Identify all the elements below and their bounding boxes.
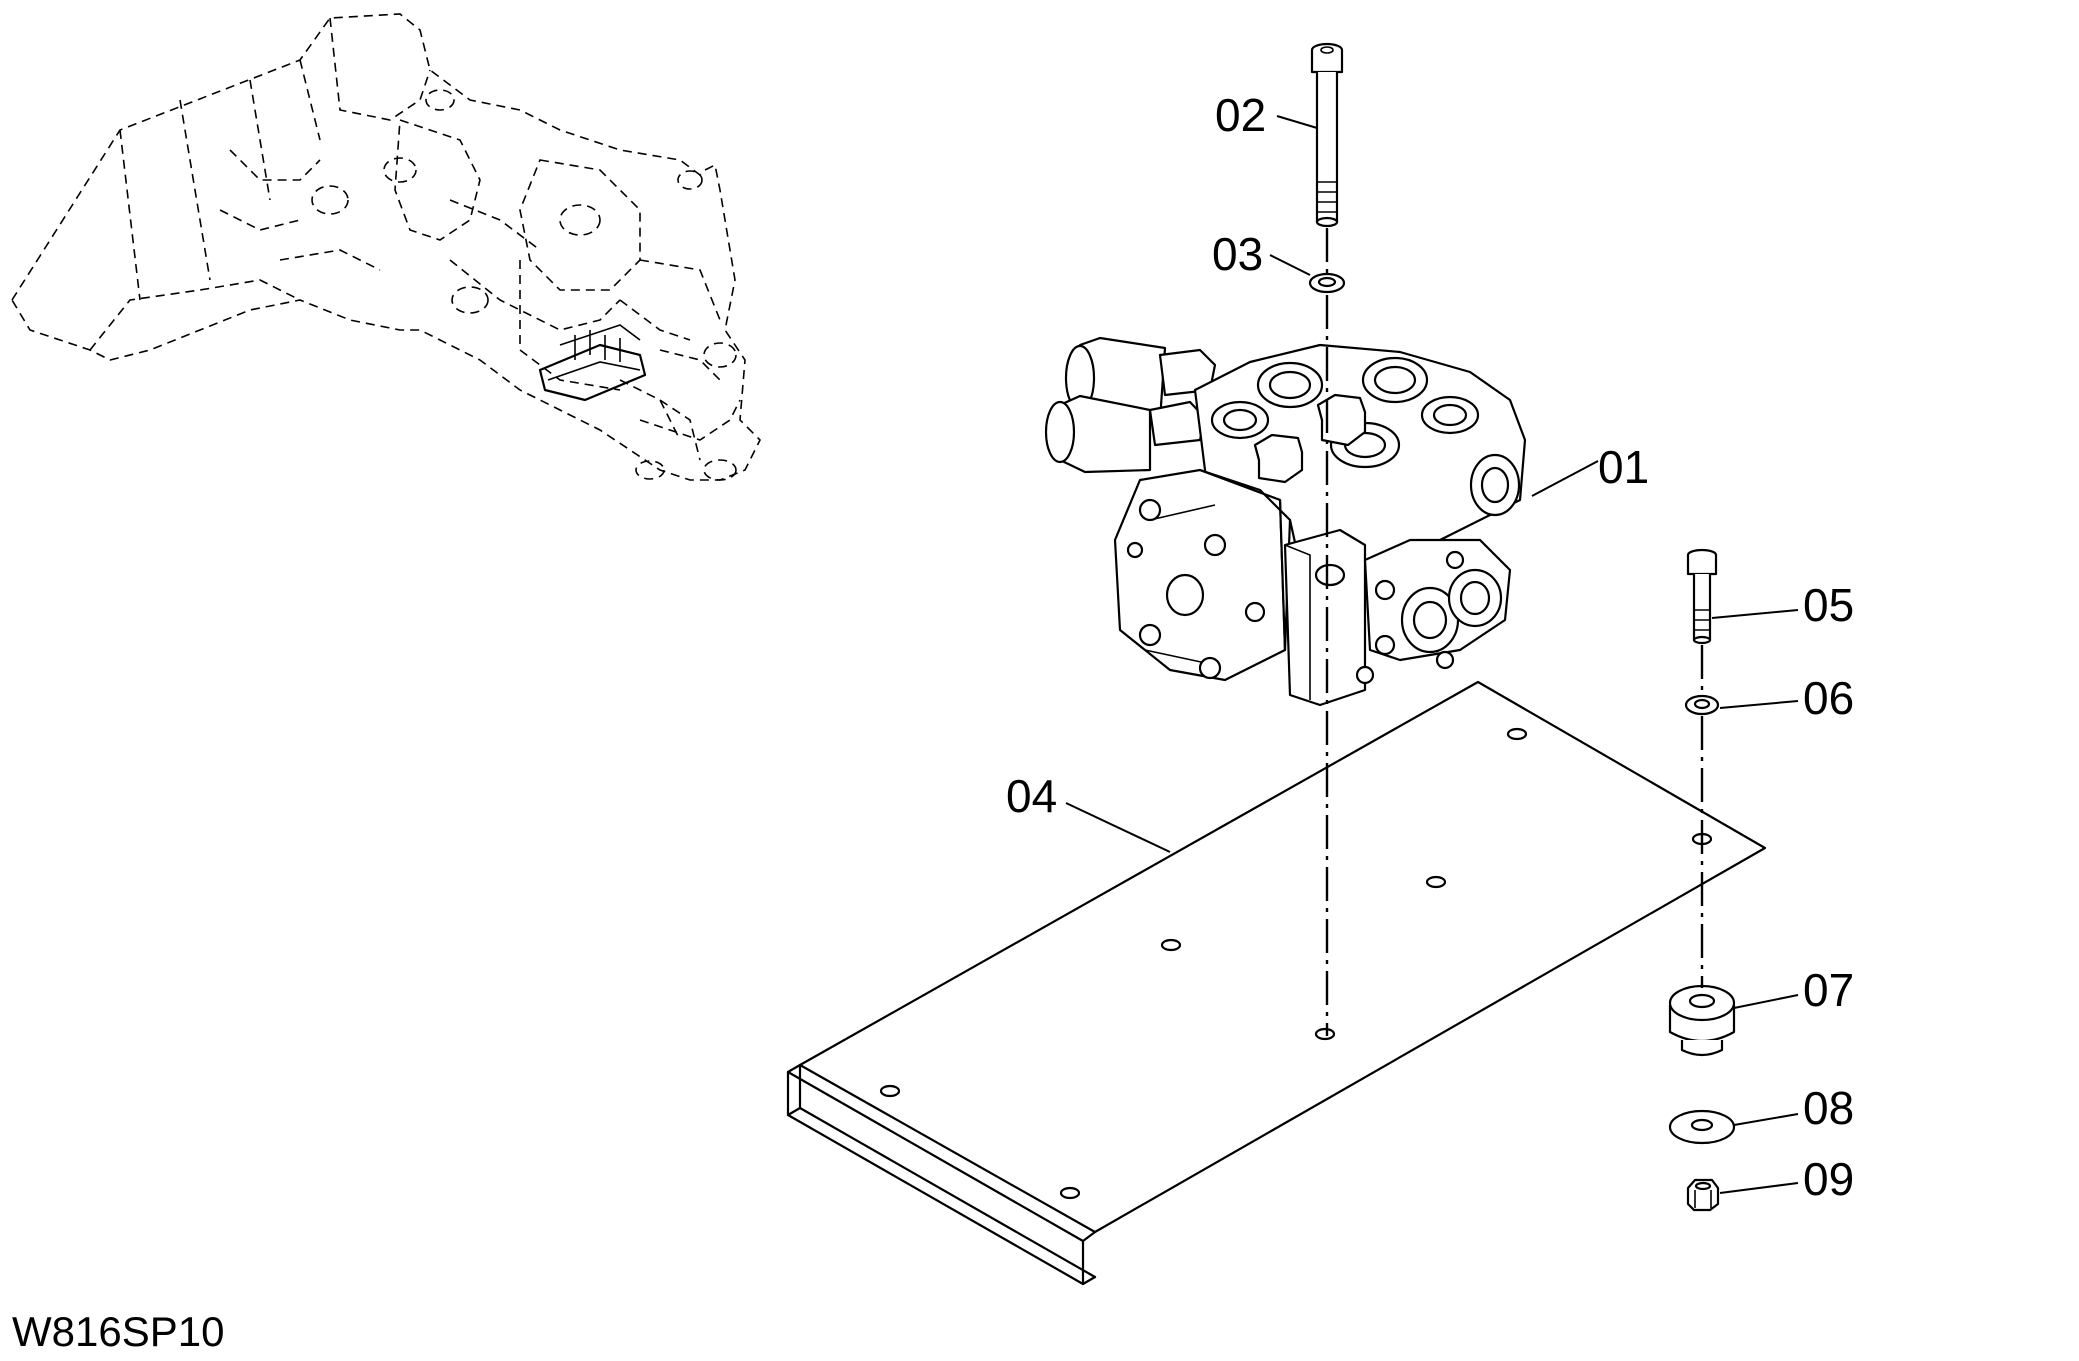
leader-07 — [1733, 994, 1799, 1009]
washer-06 — [1684, 694, 1720, 716]
bolt-05 — [1686, 548, 1718, 645]
callout-04: 04 — [1006, 770, 1057, 822]
leader-06 — [1719, 700, 1799, 709]
leader-03 — [1269, 254, 1311, 276]
nut-09 — [1686, 1178, 1720, 1212]
callout-05: 05 — [1803, 579, 1854, 631]
washer-08 — [1668, 1109, 1736, 1145]
leader-09 — [1719, 1182, 1799, 1194]
figure-id: W816SP10 — [12, 1308, 224, 1355]
bolt-02 — [1310, 42, 1344, 228]
control-valve-01 — [1044, 336, 1527, 707]
callout-01: 01 — [1598, 441, 1649, 493]
rubber-mount-07 — [1668, 984, 1736, 1057]
leader-02 — [1276, 115, 1318, 129]
mounting-plate-04 — [786, 680, 1767, 1286]
leader-04 — [1065, 802, 1171, 853]
callout-06: 06 — [1803, 672, 1854, 724]
callout-07: 07 — [1803, 964, 1854, 1016]
washer-03 — [1308, 272, 1346, 294]
callout-09: 09 — [1803, 1153, 1854, 1205]
callout-03: 03 — [1212, 228, 1263, 280]
callout-08: 08 — [1803, 1082, 1854, 1134]
machine-overview-icon — [11, 13, 761, 481]
leader-08 — [1733, 1113, 1799, 1126]
callout-02: 02 — [1215, 89, 1266, 141]
leader-01 — [1531, 460, 1599, 497]
leader-05 — [1711, 609, 1799, 619]
